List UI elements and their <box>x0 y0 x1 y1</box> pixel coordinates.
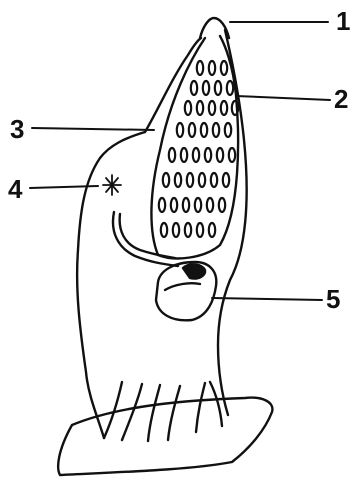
gill-slit <box>211 173 217 187</box>
gill-slit <box>197 101 203 115</box>
gill-slit <box>175 173 181 187</box>
siphon-tip <box>200 18 229 38</box>
gill-slit <box>159 198 165 212</box>
gill-slit <box>209 223 215 237</box>
gill-slit <box>213 123 219 137</box>
gill-slit <box>173 223 179 237</box>
heart <box>183 264 205 278</box>
foot-lobe-5 <box>196 383 205 432</box>
gill-slit <box>209 101 215 115</box>
leader-2 <box>236 96 330 100</box>
gill-slit <box>227 81 233 95</box>
body-outline-left <box>77 132 145 438</box>
gill-slit <box>181 148 187 162</box>
leader-3 <box>32 128 154 130</box>
gill-slit <box>203 81 209 95</box>
gill-slit <box>187 173 193 187</box>
leader-5 <box>212 298 322 300</box>
label-3: 3 <box>10 116 24 142</box>
label-2: 2 <box>334 86 348 112</box>
gill-slit <box>197 61 203 75</box>
gill-slit <box>197 223 203 237</box>
gill-slit <box>185 223 191 237</box>
label-5: 5 <box>326 286 340 312</box>
gill-slit <box>229 148 235 162</box>
gill-slit <box>201 123 207 137</box>
gill-slit <box>232 101 238 115</box>
gill-slit <box>171 198 177 212</box>
gill-slit <box>191 81 197 95</box>
substrate-base <box>58 398 272 475</box>
gill-slit <box>185 101 191 115</box>
label-1: 1 <box>336 8 350 34</box>
gill-slit <box>219 198 225 212</box>
gill-slit <box>205 148 211 162</box>
stomach-inner <box>165 283 200 290</box>
gill-slit <box>215 81 221 95</box>
foot-lobe-2 <box>122 384 142 440</box>
gill-slit <box>223 173 229 187</box>
gill-slit <box>195 198 201 212</box>
gill-slit <box>177 123 183 137</box>
gill-slit <box>217 148 223 162</box>
gill-slit <box>207 198 213 212</box>
gill-slit <box>189 123 195 137</box>
inner-wall <box>145 38 201 132</box>
foot-lobe-3 <box>148 385 160 441</box>
gill-slit <box>193 148 199 162</box>
gill-slit <box>169 148 175 162</box>
foot-lobe-4 <box>168 386 180 440</box>
gill-slit <box>225 123 231 137</box>
neural-ganglion <box>103 175 121 195</box>
label-4: 4 <box>8 176 22 202</box>
gill-slit <box>209 61 215 75</box>
gill-slit <box>183 198 189 212</box>
gill-slit <box>221 61 227 75</box>
gill-slit <box>163 173 169 187</box>
gill-slit <box>161 223 167 237</box>
gill-slit <box>221 101 227 115</box>
gill-slit <box>199 173 205 187</box>
gill-slits <box>159 61 238 237</box>
foot-lobe-6 <box>210 382 222 426</box>
